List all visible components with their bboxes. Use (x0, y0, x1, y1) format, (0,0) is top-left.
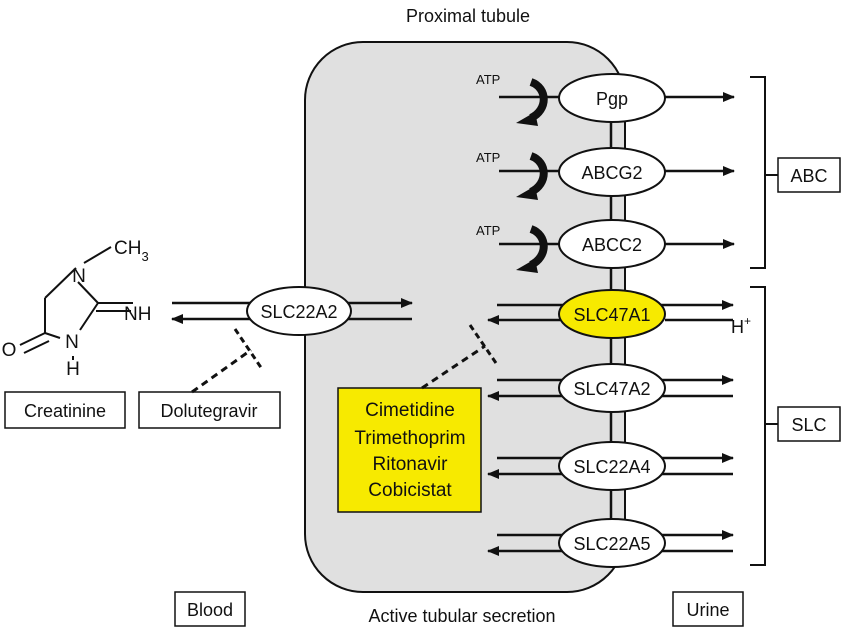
slc22a5-label: SLC22A5 (573, 534, 650, 554)
abc-label: ABC (790, 166, 827, 186)
slc22a2-transporter (246, 286, 352, 336)
title: Proximal tubule (406, 6, 530, 26)
n3-atom: N (65, 332, 79, 353)
drug-cimetidine: Cimetidine (365, 400, 455, 421)
n3-hydrogen: H (66, 359, 80, 380)
abc-bracket (750, 76, 778, 269)
slc22a5-transporter (558, 518, 666, 568)
abcc2-label: ABCC2 (582, 235, 642, 255)
n1-atom: N (72, 266, 86, 287)
atp-label: ATP (476, 150, 500, 165)
atp-label: ATP (476, 223, 500, 238)
atp-hydrolysis-arrows (516, 78, 548, 273)
blood-box (174, 591, 246, 627)
dolutegravir-inhibition (191, 328, 264, 394)
slc22a2-label: SLC22A2 (260, 302, 337, 322)
carbonyl-o: O (2, 340, 17, 361)
abc-box (777, 157, 841, 193)
blood-label: Blood (187, 600, 233, 620)
drug-inhibition (421, 324, 500, 390)
slc-label: SLC (791, 415, 826, 435)
transporters: SLC22A2 Pgp ABCG2 ABCC2 SLC47A1 SLC47A2 … (246, 73, 666, 568)
slc47a2-label: SLC47A2 (573, 379, 650, 399)
urine-box (672, 591, 744, 627)
imine-nh: NH (124, 304, 151, 325)
atp-label: ATP (476, 72, 500, 87)
creatinine-bonds (19, 246, 133, 360)
abcg2-label: ABCG2 (581, 163, 642, 183)
slc47a1-label: SLC47A1 (573, 305, 650, 325)
creatinine-label: Creatinine (24, 401, 106, 421)
inhibitor-drugs-box (337, 387, 482, 513)
slc47a2-transporter (558, 363, 666, 413)
dolutegravir-box (138, 391, 281, 429)
creatinine-box (4, 391, 126, 429)
slc22a4-label: SLC22A4 (573, 457, 650, 477)
footer-caption: Active tubular secretion (368, 606, 555, 626)
drug-cobicistat: Cobicistat (368, 480, 452, 501)
proton-symbol: H (731, 317, 744, 337)
methyl-group: CH3 (114, 238, 149, 264)
methyl-base: CH (114, 238, 141, 259)
slc22a4-transporter (558, 441, 666, 491)
slc-box (777, 406, 841, 442)
abcg2-transporter (558, 147, 666, 197)
pgp-label: Pgp (596, 89, 628, 109)
methyl-subscript: 3 (141, 249, 148, 264)
pgp-transporter (558, 73, 666, 123)
slc-bracket (750, 286, 778, 566)
dolutegravir-label: Dolutegravir (160, 401, 257, 421)
atp-curved-arrow (516, 225, 548, 273)
proton-label: H+ (731, 314, 751, 337)
drug-ritonavir: Ritonavir (373, 454, 449, 475)
proton-charge: + (744, 314, 751, 328)
atp-curved-arrow (516, 78, 548, 126)
creatinine-structure: N CH3 NH O N H (2, 238, 152, 380)
drug-trimethoprim: Trimethoprim (354, 428, 465, 449)
abcc2-transporter (558, 219, 666, 269)
urine-label: Urine (686, 600, 729, 620)
slc47a1-transporter (558, 289, 666, 339)
atp-curved-arrow (516, 152, 548, 200)
